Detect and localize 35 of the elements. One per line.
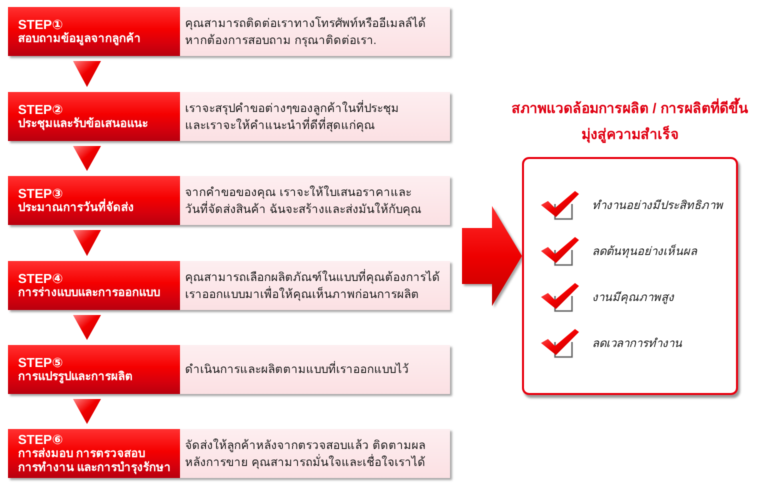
step-title: ประชุมและรับข้อเสนอแนะ bbox=[18, 117, 148, 131]
benefit-text: งานมีคุณภาพสูง bbox=[592, 290, 674, 306]
step-description: คุณสามารถเลือกผลิตภัณฑ์ในแบบที่คุณต้องการได้ เราออกแบบมาเพื่อให้คุณเห็นภาพก่อนการผลิต bbox=[180, 261, 450, 310]
process-step bbox=[8, 261, 450, 310]
process-step bbox=[8, 176, 450, 225]
block-arrow bbox=[462, 206, 522, 306]
step-number: STEP③ bbox=[18, 186, 63, 201]
down-arrow bbox=[73, 230, 101, 256]
step-title: ประมาณการวันที่จัดส่ง bbox=[18, 201, 134, 215]
down-arrow bbox=[73, 146, 101, 171]
benefit-text: ลดเวลาการทำงาน bbox=[592, 336, 682, 352]
process-step bbox=[8, 429, 450, 478]
process-step bbox=[8, 345, 450, 394]
step-title: การร่างแบบและการออกแบบ bbox=[18, 286, 160, 300]
step-number: STEP② bbox=[18, 102, 63, 117]
step-title: การแปรรูปและการผลิต bbox=[18, 370, 133, 384]
panel-heading: สภาพแวดล้อมการผลิต / การผลิตที่ดีขึ้น มุ่งสู่ความสำเร็จ bbox=[508, 95, 752, 147]
process-step bbox=[8, 92, 450, 141]
step-description: เราจะสรุปคำขอต่างๆของลูกค้าในที่ประชุม และเราจะให้คำแนะนำที่ดีที่สุดแก่คุณ bbox=[180, 92, 450, 141]
process-step bbox=[8, 7, 450, 56]
step-description: จากคำขอของคุณ เราจะให้ใบเสนอราคาและ วันที่จัดส่งสินค้า ฉันจะสร้างและส่งมันให้กับคุณ bbox=[180, 176, 450, 225]
step-description: คุณสามารถติดต่อเราทางโทรศัพท์หรืออีเมลล์ได้ หากต้องการสอบถาม กรุณาติดต่อเรา. bbox=[180, 7, 450, 56]
step-number: STEP① bbox=[18, 17, 63, 32]
step-description: ดำเนินการและผลิตตามแบบที่เราออกแบบไว้ bbox=[180, 345, 450, 394]
benefit-text: ลดต้นทุนอย่างเห็นผล bbox=[592, 243, 697, 260]
step-title: สอบถามข้อมูลจากลูกค้า bbox=[18, 32, 141, 46]
step-number: STEP⑤ bbox=[18, 355, 63, 370]
step-number: STEP④ bbox=[18, 271, 63, 286]
step-number: STEP⑥ bbox=[18, 432, 63, 447]
down-arrow bbox=[73, 399, 101, 424]
benefit-text: ทำงานอย่างมีประสิทธิภาพ bbox=[592, 198, 723, 214]
step-title: การส่งมอบ การตรวจสอบ การทำงาน และการบำรุงรักษา bbox=[18, 447, 172, 475]
down-arrow bbox=[73, 315, 101, 340]
down-arrow bbox=[73, 61, 101, 87]
step-description: จัดส่งให้ลูกค้าหลังจากตรวจสอบแล้ว ติดตามผล หลังการขาย คุณสามารถมั่นใจและเชื่อใจเราได้ bbox=[180, 429, 450, 478]
